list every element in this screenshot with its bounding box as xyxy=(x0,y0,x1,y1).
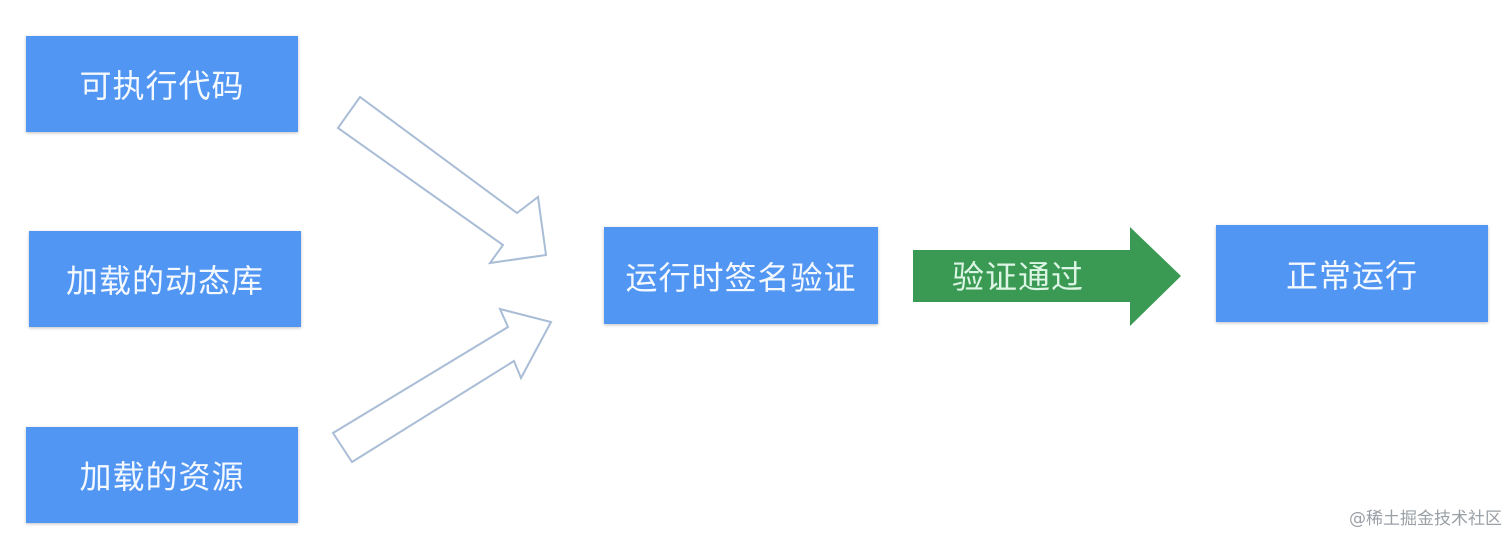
verify-pass-arrow-icon xyxy=(913,227,1181,326)
watermark: @稀土掘金技术社区 xyxy=(1349,509,1502,529)
runtime-signature-verification-label: 运行时签名验证 xyxy=(625,258,857,297)
loaded-dylib-box: 加载的动态库 xyxy=(29,231,301,327)
hollow-arrow-down-right-icon xyxy=(336,95,548,265)
loaded-resources-box: 加载的资源 xyxy=(26,427,298,523)
normal-run-box: 正常运行 xyxy=(1216,225,1488,322)
verification-passed-label: 验证通过 xyxy=(951,258,1084,296)
executable-code-label: 可执行代码 xyxy=(79,67,245,105)
executable-code-box: 可执行代码 xyxy=(26,36,298,132)
hollow-arrow-up-right-icon xyxy=(331,307,553,464)
normal-run-label: 正常运行 xyxy=(1285,256,1418,295)
loaded-resources-label: 加载的资源 xyxy=(79,458,245,496)
runtime-signature-verification-box: 运行时签名验证 xyxy=(604,227,878,324)
loaded-dylib-label: 加载的动态库 xyxy=(65,262,264,300)
